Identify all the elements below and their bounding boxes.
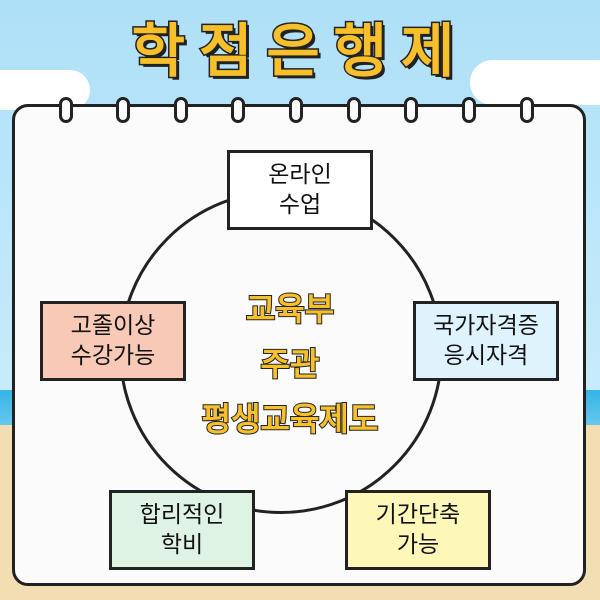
binder-ring bbox=[462, 97, 476, 123]
binder-ring bbox=[59, 97, 73, 123]
node-label: 응시자격 bbox=[443, 343, 529, 369]
binder-ring bbox=[347, 97, 361, 123]
node-shortened-period: 기간단축 가능 bbox=[345, 490, 491, 570]
node-label: 국가자격증 bbox=[433, 313, 539, 339]
node-label: 학비 bbox=[160, 532, 204, 558]
node-label: 수강가능 bbox=[70, 343, 156, 369]
node-label: 합리적인 bbox=[139, 502, 225, 528]
binder-ring bbox=[231, 97, 245, 123]
binder-ring bbox=[520, 97, 534, 123]
node-certification-eligibility: 국가자격증 응시자격 bbox=[413, 301, 559, 381]
node-high-school-graduate: 고졸이상 수강가능 bbox=[40, 301, 186, 381]
center-line: 교육부 bbox=[245, 289, 335, 329]
cloud bbox=[470, 60, 600, 105]
cloud bbox=[0, 70, 90, 110]
node-label: 기간단축 bbox=[375, 502, 461, 528]
node-label: 고졸이상 bbox=[70, 313, 156, 339]
binder-ring bbox=[174, 97, 188, 123]
binder-ring bbox=[404, 97, 418, 123]
center-line: 평생교육제도 bbox=[201, 399, 380, 439]
binder-ring bbox=[116, 97, 130, 123]
node-reasonable-tuition: 합리적인 학비 bbox=[109, 490, 255, 570]
node-online-class: 온라인 수업 bbox=[227, 150, 373, 230]
node-label: 가능 bbox=[396, 532, 440, 558]
node-label: 수업 bbox=[278, 192, 322, 218]
binder-ring bbox=[289, 97, 303, 123]
node-label: 온라인 bbox=[268, 162, 332, 188]
center-label: 교육부 주관 평생교육제도 bbox=[180, 282, 400, 447]
center-line: 주관 bbox=[260, 344, 321, 384]
page-title: 학점은행제 bbox=[130, 16, 469, 87]
